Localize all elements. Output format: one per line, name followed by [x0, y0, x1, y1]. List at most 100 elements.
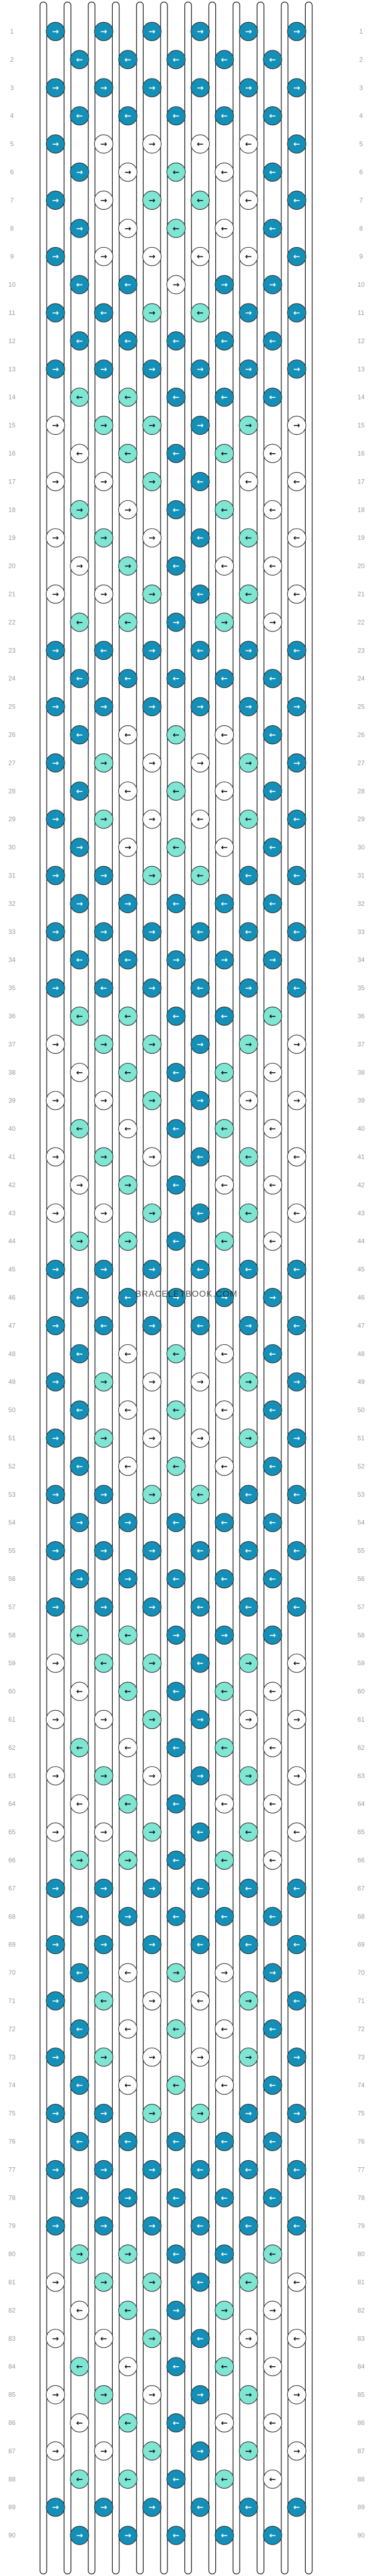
knot: ← [70, 1119, 89, 1138]
knot-circle [215, 556, 234, 576]
knot-circle [70, 162, 89, 182]
row-number-right: 65 [357, 1828, 365, 1836]
row-number-right: 7 [359, 196, 363, 204]
knot: ← [215, 1569, 234, 1589]
knot: → [166, 613, 186, 632]
row-number-right: 49 [357, 1378, 365, 1386]
knot-circle [190, 1147, 210, 1167]
row-number-left: 10 [8, 281, 16, 288]
knot-arrow-icon: → [245, 83, 252, 93]
knot-circle [287, 303, 306, 323]
knot-arrow-icon: → [52, 1940, 59, 1949]
knot: ← [287, 2160, 306, 2179]
knot-circle [70, 950, 89, 970]
knot: → [46, 247, 65, 266]
knot-circle [118, 2019, 138, 2039]
knot-circle [287, 1991, 306, 2011]
knot-arrow-icon: → [52, 364, 59, 374]
knot-arrow-icon: → [52, 814, 59, 824]
knot-arrow-icon: → [293, 1039, 300, 1049]
knot-circle [142, 2160, 162, 2179]
knot-circle [215, 162, 234, 182]
knot: → [142, 2047, 162, 2067]
knot: ← [166, 2526, 186, 2545]
knot-arrow-icon: → [100, 702, 107, 712]
row-number-right: 46 [357, 1294, 365, 1302]
knot-arrow-icon: → [52, 195, 59, 205]
knot-arrow-icon: → [293, 1377, 300, 1387]
knot-circle [263, 2244, 282, 2264]
knot-circle [142, 641, 162, 660]
knot: → [142, 1991, 162, 2011]
knot-arrow-icon: ← [245, 871, 252, 880]
knot: → [46, 1091, 65, 1110]
knot-arrow-icon: ← [124, 786, 131, 796]
knot-circle [215, 1287, 234, 1308]
knot-circle [118, 1287, 138, 1308]
knot-arrow-icon: → [293, 421, 300, 430]
knot: → [70, 1232, 89, 1251]
knot-arrow-icon: ← [172, 2137, 179, 2147]
knot: ← [190, 641, 210, 660]
knot: → [142, 2104, 162, 2123]
knot-circle [190, 1766, 210, 1786]
knot-circle [190, 1091, 210, 1110]
knot: → [46, 978, 65, 998]
knot-arrow-icon: → [52, 1602, 59, 1612]
knot: → [46, 1991, 65, 2011]
row-number-right: 83 [357, 2335, 365, 2342]
knot-circle [287, 2385, 306, 2405]
row-number-right: 3 [359, 84, 363, 92]
row-number-right: 38 [357, 1068, 365, 1076]
knot: ← [215, 669, 234, 688]
row-number-left: 89 [8, 2503, 16, 2511]
row-number-right: 59 [357, 1659, 365, 1667]
knot: ← [287, 1260, 306, 1279]
knot-circle [239, 2329, 258, 2348]
knot: → [142, 415, 162, 435]
knot: → [70, 1175, 89, 1195]
row-number-right: 12 [357, 337, 365, 345]
knot: → [287, 2441, 306, 2461]
knot: → [46, 2272, 65, 2292]
knot-arrow-icon: ← [269, 899, 276, 909]
knot-circle [94, 1653, 113, 1673]
knot-arrow-icon: ← [76, 2362, 83, 2372]
knot-arrow-icon: → [124, 1574, 131, 1584]
knot-circle [190, 1428, 210, 1448]
knot-arrow-icon: ← [76, 1349, 83, 1358]
knot-circle [263, 1794, 282, 1814]
knot-arrow-icon: → [76, 2193, 83, 2203]
knot-circle [287, 1091, 306, 1110]
row-number-left: 88 [8, 2475, 16, 2483]
knot-circle [166, 2357, 186, 2377]
knot: → [118, 1513, 138, 1532]
knot: ← [215, 1119, 234, 1138]
knot-arrow-icon: ← [269, 674, 276, 684]
knot: → [239, 359, 258, 379]
knot: → [94, 1034, 113, 1054]
knot: ← [287, 134, 306, 154]
row-number-right: 62 [357, 1744, 365, 1751]
knot-arrow-icon: ← [172, 1067, 179, 1077]
knot-circle [287, 472, 306, 492]
knot-circle [239, 472, 258, 492]
knot-circle [118, 1794, 138, 1814]
knot-circle [287, 22, 306, 41]
knot: → [287, 753, 306, 773]
row-number-right: 30 [357, 843, 365, 851]
knot-arrow-icon: → [149, 2052, 156, 2062]
knot-circle [142, 415, 162, 435]
knot-circle [215, 2413, 234, 2433]
knot: → [142, 1822, 162, 1842]
knot: → [142, 2385, 162, 2405]
knot: ← [263, 1513, 282, 1532]
knot: ← [118, 275, 138, 294]
knot-arrow-icon: → [100, 2277, 107, 2287]
knot-arrow-icon: ← [172, 1574, 179, 1584]
knot-arrow-icon: → [76, 505, 83, 514]
knot: ← [215, 1513, 234, 1532]
row-number-right: 5 [359, 140, 363, 148]
knot-circle [118, 500, 138, 519]
knot-arrow-icon: ← [76, 1405, 83, 1415]
